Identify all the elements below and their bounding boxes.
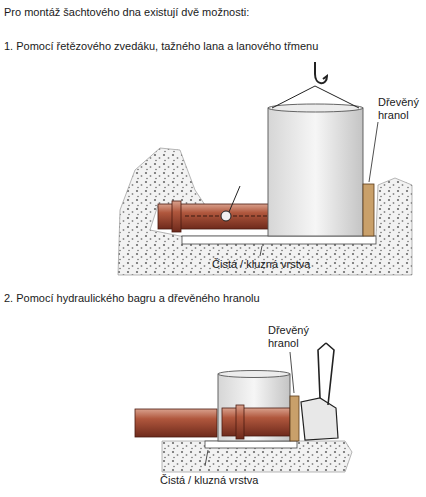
chain-hoist: [221, 211, 231, 221]
rope: [315, 86, 359, 108]
wooden-beam: [290, 396, 299, 441]
excavator-bucket: [301, 398, 338, 440]
method-heading: 1. Pomocí řetězového zvedáku, tažného la…: [4, 40, 318, 53]
pipe: [135, 409, 217, 437]
hoist-lever: [229, 186, 240, 212]
pipe-socket: [236, 405, 244, 439]
shaft-rim: [268, 104, 363, 112]
sliding-layer: [182, 236, 376, 244]
excavator-arm: [318, 343, 334, 405]
shaft-pipe: [222, 408, 290, 436]
leader-line: [290, 352, 294, 393]
method-heading: 2. Pomocí hydraulického bagru a dřevěnéh…: [4, 292, 260, 305]
leader-line: [260, 246, 262, 256]
figure-two: [135, 343, 352, 472]
sliding-layer: [205, 441, 297, 448]
crane-hook: [315, 62, 327, 83]
leader-line: [205, 450, 208, 466]
shaft-rim: [218, 371, 290, 378]
shaft-bottom: [268, 108, 363, 236]
leader-line: [369, 122, 378, 182]
part-label: Dřevěný hranol: [268, 324, 312, 350]
rope: [272, 86, 315, 108]
gravel-ground: [162, 441, 352, 472]
figure-one: [118, 62, 412, 275]
layer-label: Čistá / kluzná vrstva: [160, 474, 258, 487]
layer-label: Čistá / kluzná vrstva: [212, 258, 310, 271]
gravel-ground: [118, 148, 412, 275]
wooden-beam: [363, 184, 374, 236]
part-label: Dřevěný hranol: [378, 96, 422, 122]
title: Pro montáž šachtového dna existují dvě m…: [4, 6, 249, 19]
shaft-bottom: [218, 374, 290, 441]
pipe-socket: [172, 201, 181, 232]
